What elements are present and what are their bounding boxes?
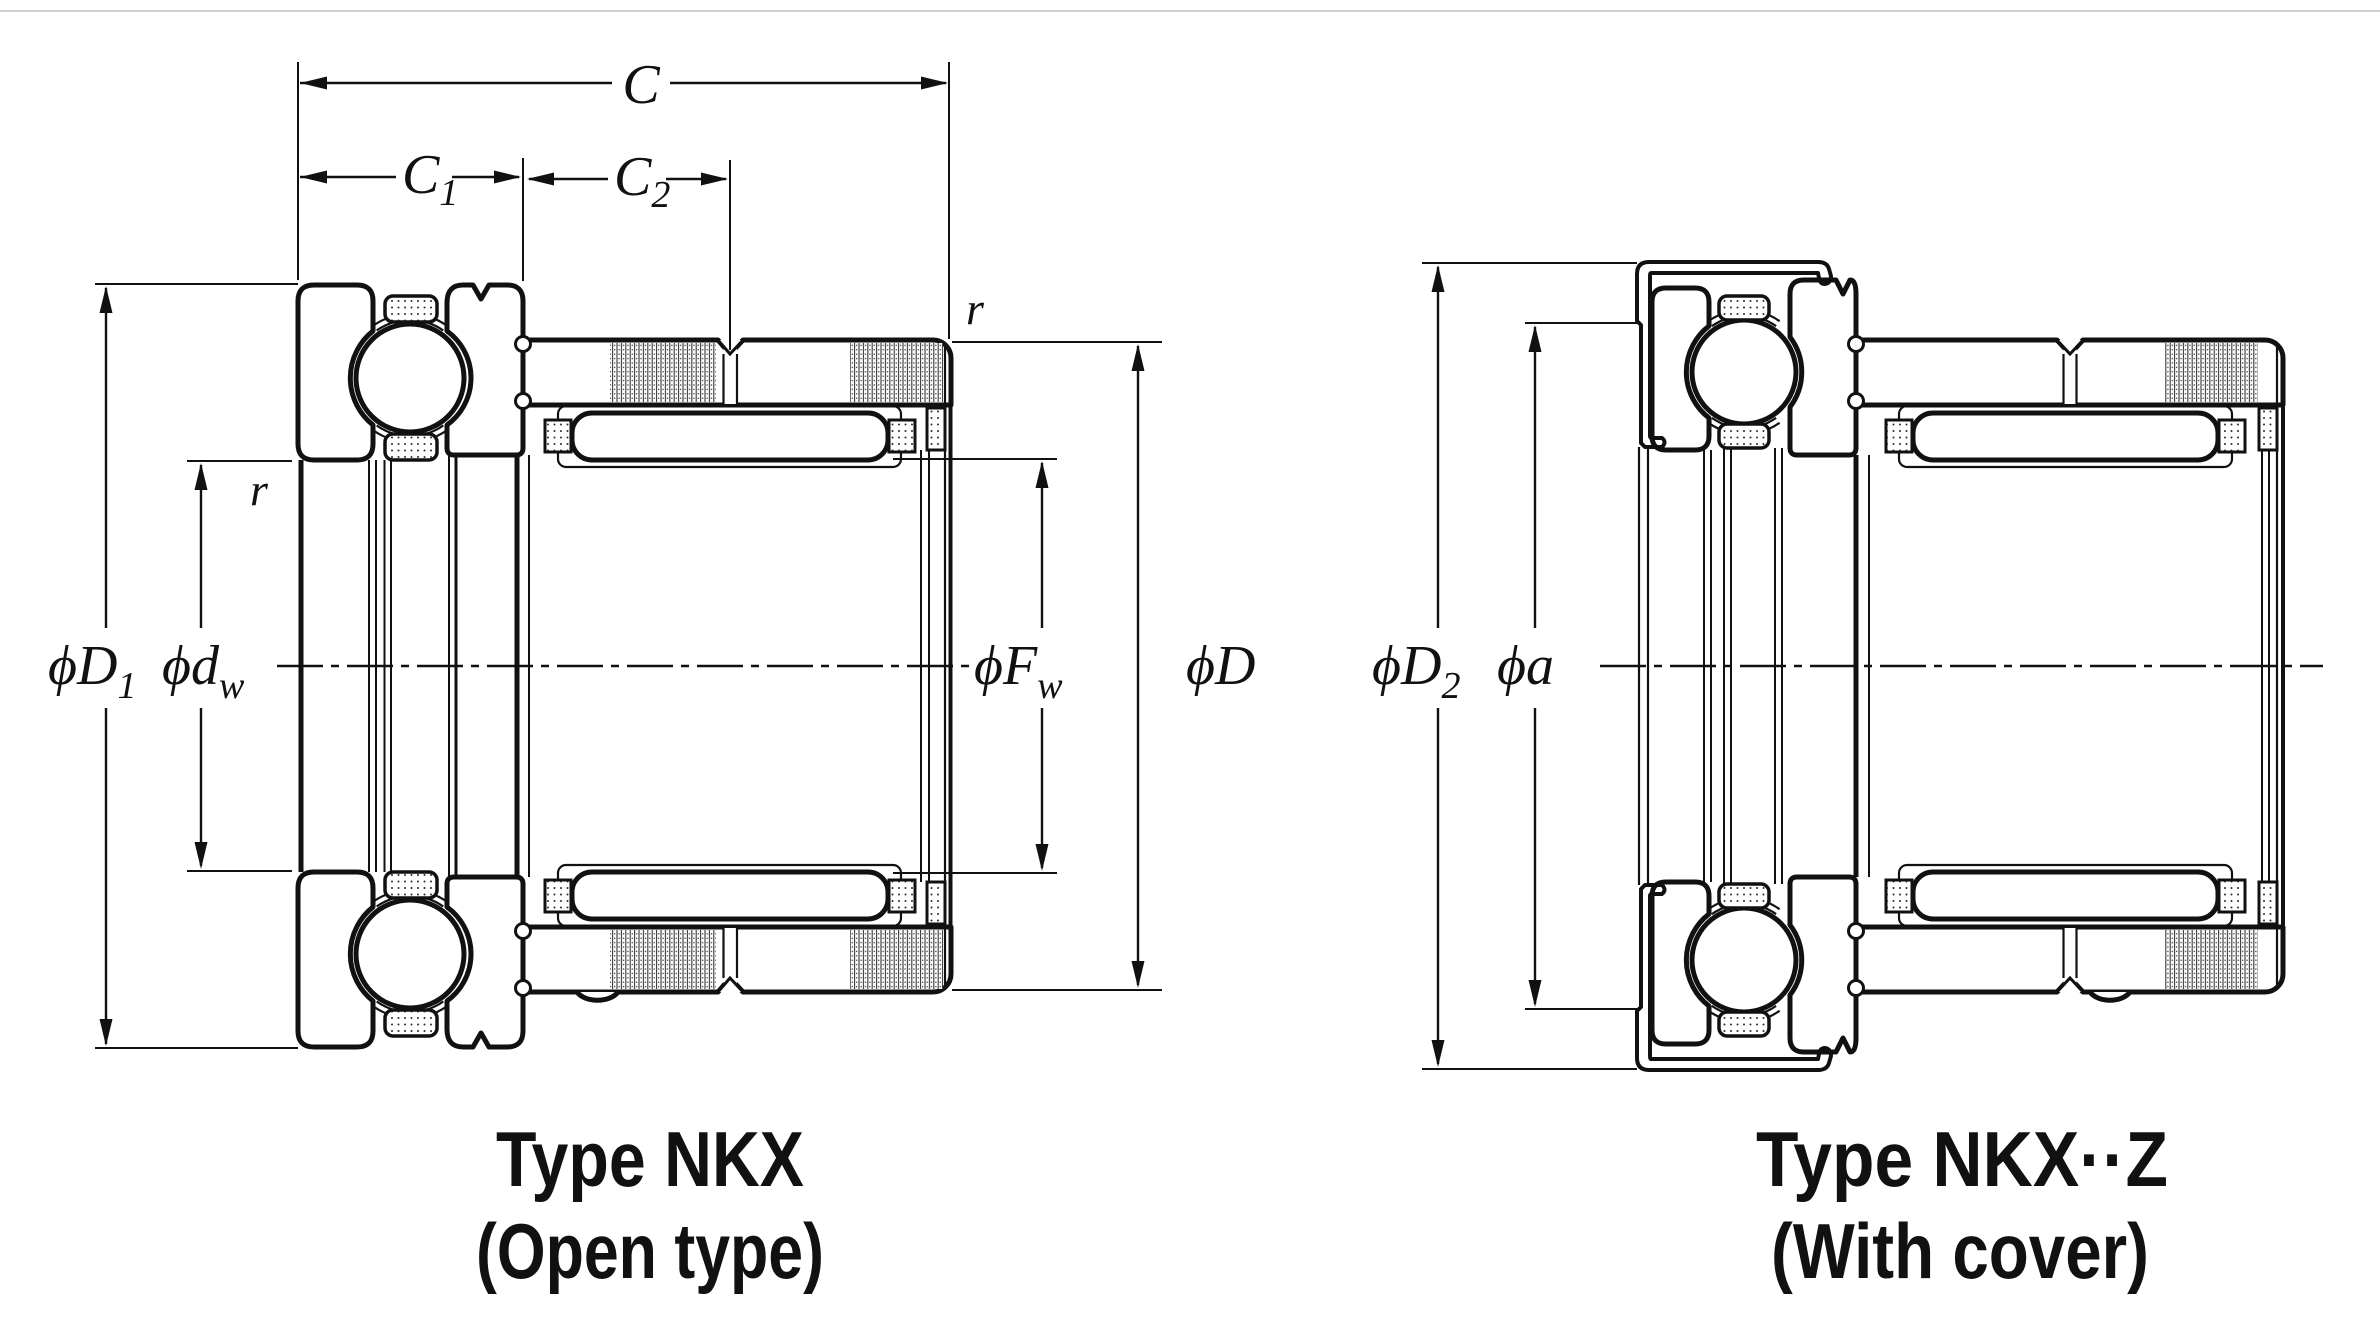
ball-cage-section — [1717, 294, 1771, 322]
left-dimension-lines — [95, 62, 1162, 1049]
left-caption-line2: (Open type) — [476, 1207, 824, 1295]
dim-label-r-left: r — [250, 464, 269, 515]
dim-label-C: C — [622, 54, 660, 116]
dim-label-phiD1: ϕD1 — [48, 635, 136, 707]
thrust-washer — [1649, 285, 1712, 453]
relief-notch — [514, 335, 532, 353]
left-bearing-top-half — [295, 282, 954, 469]
thrust-ball — [1689, 317, 1799, 427]
sleeve-flange — [1787, 277, 1859, 458]
page-top-rule — [0, 10, 2380, 12]
right-dimension-lines — [1422, 262, 1637, 1070]
cage-end — [2217, 418, 2247, 454]
relief-notch — [514, 392, 532, 410]
lube-groove-dip — [2087, 990, 2133, 1003]
relief-notch — [1847, 335, 1865, 353]
right-caption-line1: Type NKX··Z — [1756, 1115, 2168, 1203]
dim-label-phiD2: ϕD2 — [1372, 635, 1460, 707]
cage-end — [887, 418, 917, 454]
lube-groove-dip — [574, 990, 621, 1003]
cage-end — [1884, 418, 1914, 454]
needle-roller — [569, 410, 891, 463]
oil-hole-edges — [2062, 354, 2078, 405]
ball-cage-section — [383, 294, 439, 324]
dim-label-phia: ϕa — [1497, 635, 1554, 697]
oil-groove-notch — [2055, 338, 2085, 357]
ball-cage-section — [1717, 422, 1771, 450]
right-caption-line2: (With cover) — [1771, 1207, 2149, 1295]
thrust-washer — [295, 282, 376, 463]
sleeve-flange — [444, 282, 526, 458]
outer-ring-hatch — [2165, 343, 2258, 402]
cage-end — [543, 418, 573, 454]
dim-label-C1: C1 — [402, 144, 458, 214]
oil-hole — [723, 342, 737, 404]
left-caption-line1: Type NKX — [496, 1115, 804, 1203]
end-ring — [2257, 406, 2279, 452]
ball-cage-section — [383, 432, 439, 462]
thrust-ball — [353, 321, 467, 435]
needle-roller — [1910, 410, 2221, 463]
relief-notch — [1847, 392, 1865, 410]
dim-label-phidw: ϕdw — [162, 635, 245, 707]
right-bearing-top-half — [1635, 260, 2286, 469]
dim-label-r-top: r — [966, 283, 985, 334]
oil-hole — [2063, 342, 2077, 404]
end-ring — [925, 406, 947, 452]
dim-label-phiD: ϕD — [1186, 635, 1255, 697]
outer-ring-hatch — [850, 343, 943, 402]
left-bearing-bottom-half — [298, 865, 951, 1047]
outer-ring-hatch — [610, 343, 716, 402]
dim-label-phiFw: ϕFw — [974, 635, 1063, 707]
right-bearing-bottom-half — [1637, 865, 2283, 1070]
oil-hole-edges — [722, 354, 739, 405]
dim-label-C2: C2 — [614, 146, 670, 216]
